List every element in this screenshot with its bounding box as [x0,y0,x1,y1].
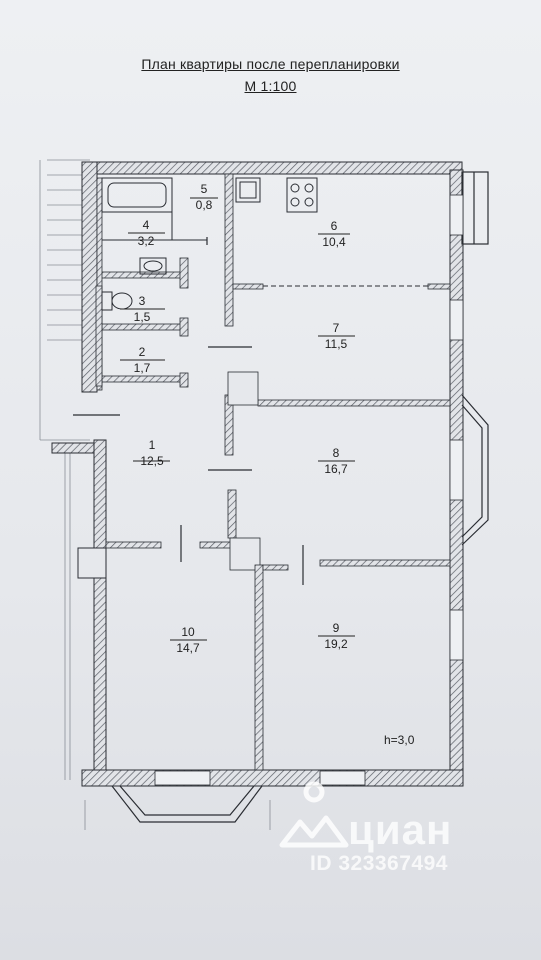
kitchen-sink [235,177,261,203]
room-9-area: 19,2 [324,637,348,651]
watermark-brand: циан [348,806,453,853]
room-7-label: 7 11,5 [312,321,360,351]
room-5-area: 0,8 [195,198,213,212]
room-3-label: 3 1,5 [118,294,166,324]
stove [286,177,318,213]
interior-walls [95,173,451,771]
room-1-area: 12,5 [140,454,164,468]
room-label-lines [120,197,355,641]
room-10-label: 10 14,7 [164,625,212,655]
room-2-area: 1,7 [133,361,151,375]
right-bay-window [461,171,489,546]
room-6-area: 10,4 [322,235,346,249]
room-9-label: 9 19,2 [312,621,360,651]
room-4-number: 4 [142,218,150,232]
room-7-number: 7 [332,321,340,335]
room-2-number: 2 [138,345,146,359]
room-10-area: 14,7 [176,641,200,655]
room-4-area: 3,2 [137,234,155,248]
room-2-label: 2 1,7 [118,345,166,375]
windows [154,194,464,786]
room-5-label: 5 0,8 [180,182,228,212]
room-4-label: 4 3,2 [122,218,170,248]
room-6-label: 6 10,4 [310,219,358,249]
room-1-number: 1 [148,438,156,452]
room-8-number: 8 [332,446,340,460]
bottom-bay-window [111,785,263,823]
room-9-number: 9 [332,621,340,635]
room-10-number: 10 [181,625,195,639]
room-8-label: 8 16,7 [312,446,360,476]
door-marks [73,237,304,585]
plan-scale: М 1:100 [244,78,297,94]
room-6-number: 6 [330,219,338,233]
room-8-area: 16,7 [324,462,348,476]
watermark-id: ID 323367494 [310,852,448,875]
ceiling-height-note: h=3,0 [384,733,415,747]
room-3-area: 1,5 [133,310,151,324]
wc-partition [102,178,207,241]
plan-title: План квартиры после перепланировки [141,56,400,72]
room-5-number: 5 [200,182,208,196]
room-7-area: 11,5 [324,337,348,351]
room-3-number: 3 [138,294,146,308]
sink [139,257,167,275]
room-1-label: 1 12,5 [128,438,176,468]
exterior-context [39,159,271,830]
